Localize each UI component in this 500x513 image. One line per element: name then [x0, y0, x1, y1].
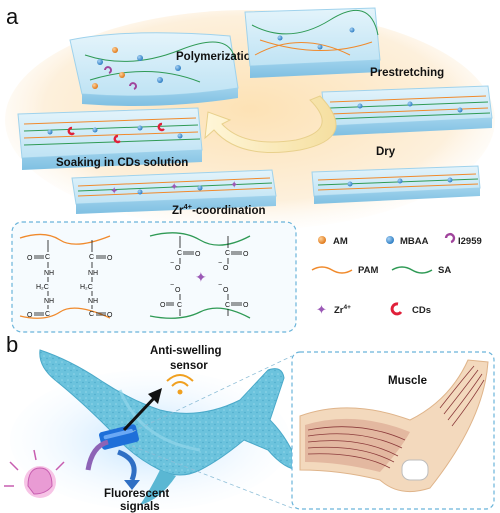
polymerization-gel-block [69, 32, 239, 106]
svg-text:C: C [177, 302, 182, 309]
elbow-sensor-patch [401, 459, 429, 481]
legend-zr-marker: ✦ [316, 303, 327, 318]
panel-a-letter: a [6, 4, 19, 29]
chemistry-detail-box [11, 221, 297, 333]
svg-text:✦: ✦ [110, 186, 118, 197]
legend-i2959-marker [444, 232, 456, 244]
svg-text:C: C [177, 250, 182, 257]
svg-text:✦: ✦ [230, 180, 238, 191]
svg-text:O: O [107, 312, 113, 319]
muscle-label: Muscle [388, 375, 427, 387]
step-zr-coordination-label: Zr4+-coordination [172, 202, 266, 217]
svg-text:C: C [45, 311, 50, 318]
zr-coordinated-gel-block: ✦ ✦ ✦ [71, 169, 277, 214]
svg-text:C: C [89, 254, 94, 261]
legend-mbaa-marker [386, 236, 394, 244]
legend-am-label: AM [333, 236, 348, 247]
svg-text:✦: ✦ [195, 270, 207, 286]
dried-gel-block [311, 165, 481, 204]
svg-text:−: − [218, 282, 222, 289]
anti-swelling-sensor-label-line2: sensor [170, 360, 208, 372]
step-soaking-label: Soaking in CDs solution [56, 157, 188, 169]
uv-light-source-icon [4, 449, 65, 498]
svg-text:O: O [195, 251, 201, 258]
svg-text:−: − [218, 260, 222, 267]
pam-mbaa-crosslink-structure: C O NH H₂C NH C O C O NH H₂C NH C O [19, 233, 113, 319]
legend-zr-label: Zr4+ [334, 304, 351, 316]
fish-robot-illustration [39, 349, 301, 505]
svg-text:C: C [225, 250, 230, 257]
svg-text:H₂C: H₂C [80, 284, 93, 291]
legend-sa-line [391, 266, 433, 274]
svg-text:NH: NH [44, 298, 54, 305]
svg-text:O: O [175, 265, 181, 272]
wireless-signal-icon [166, 374, 194, 395]
legend-cds-label: CDs [412, 305, 431, 316]
svg-text:O: O [243, 251, 249, 258]
svg-text:C: C [225, 302, 230, 309]
svg-text:O: O [223, 265, 229, 272]
svg-text:NH: NH [88, 270, 98, 277]
legend-cds-marker [390, 302, 403, 316]
emission-arrow [117, 449, 137, 481]
crosslinked-network-gel-block [244, 7, 381, 78]
svg-text:O: O [223, 287, 229, 294]
svg-text:C: C [89, 311, 94, 318]
legend-pam-label: PAM [358, 265, 378, 276]
svg-text:−: − [170, 260, 174, 267]
svg-text:O: O [27, 312, 33, 319]
emission-arrowhead [124, 480, 140, 490]
sensor-patch-highlight [103, 428, 133, 440]
svg-text:O: O [107, 255, 113, 262]
soaked-gel-block [17, 107, 203, 170]
prestretched-gel-block [321, 85, 493, 136]
process-cycle-arrow [204, 95, 337, 153]
svg-text:H₂C: H₂C [36, 284, 49, 291]
zoom-line-top [131, 355, 293, 433]
panel-b-letter: b [6, 332, 18, 357]
svg-text:NH: NH [44, 270, 54, 277]
legend-mbaa-label: MBAA [400, 236, 429, 247]
anti-swelling-sensor-label-line1: Anti-swelling [150, 345, 222, 357]
sensor-pointer-arrowhead [148, 388, 162, 404]
fluorescent-signals-label-line1: Fluorescent [104, 488, 169, 500]
sa-zr-coordination-structure: C O O − C O O − ✦ O − C O O − C O [149, 232, 251, 319]
excitation-arrow [85, 439, 109, 471]
sensor-pointer-arrow [122, 394, 158, 432]
svg-text:NH: NH [88, 298, 98, 305]
step-dry-label: Dry [376, 146, 396, 158]
svg-text:−: − [170, 282, 174, 289]
svg-text:O: O [243, 302, 249, 309]
step-prestretching-label: Prestretching [370, 67, 444, 79]
svg-text:✦: ✦ [170, 182, 178, 193]
legend-am-marker [318, 236, 326, 244]
svg-text:C: C [45, 254, 50, 261]
legend: AM MBAA I2959 PAM SA ✦ Zr4+ CDs [311, 232, 482, 318]
fluorescent-signals-label-line2: signals [120, 501, 160, 513]
legend-sa-label: SA [438, 265, 451, 276]
svg-text:O: O [160, 302, 166, 309]
legend-i2959-label: I2959 [458, 236, 482, 247]
legend-pam-line [311, 266, 353, 274]
step-polymerization-label: Polymerization [176, 51, 258, 63]
svg-text:O: O [27, 255, 33, 262]
zoom-line-bottom [131, 445, 293, 509]
svg-text:O: O [175, 287, 181, 294]
arm-illustration [299, 359, 489, 493]
